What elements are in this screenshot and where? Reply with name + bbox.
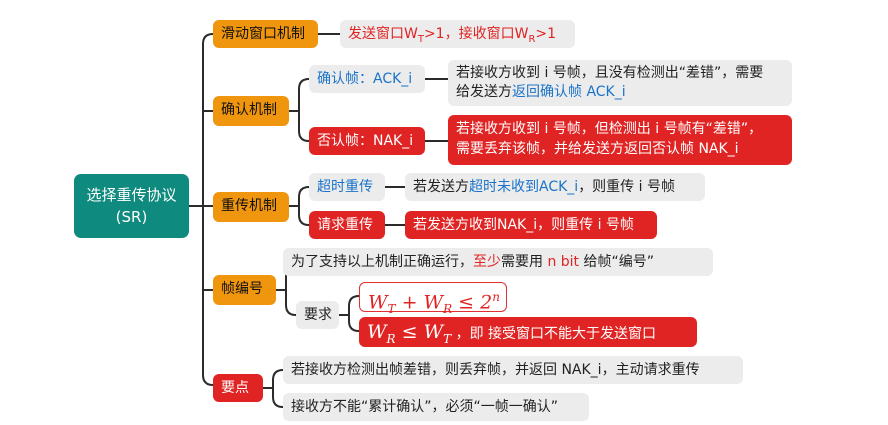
branch-confirm[interactable]: 确认机制 (213, 96, 289, 126)
connector-confirm-spine (288, 78, 310, 142)
timeout-note: 若发送方超时未收到ACK_i，则重传 i 号帧 (405, 173, 705, 201)
root-abbrev: (SR) (115, 208, 148, 226)
branch-key-label: 要点 (221, 380, 249, 396)
request-note: 若发送方收到NAK_i，则重传 i 号帧 (405, 211, 657, 239)
connector-root-spine (202, 33, 214, 386)
branch-numbering-label: 帧编号 (221, 281, 263, 297)
branch-confirm-label: 确认机制 (221, 102, 277, 118)
branch-window-label: 滑动窗口机制 (221, 26, 305, 42)
numbering-note: 为了支持以上机制正确运行，至少需要用 n bit 给帧“编号” (283, 248, 713, 276)
requirement-node[interactable]: 要求 (296, 301, 339, 329)
timeout-node[interactable]: 超时重传 (309, 173, 385, 201)
formula-window-sum: WT + WR ≤ 2n (359, 282, 507, 316)
nak-note: 若接收方收到 i 号帧，但检测出 i 号帧有“差错”， 需要丢弃该帧，并给发送方… (448, 115, 792, 165)
connector-key-spine (262, 369, 284, 408)
ack-note: 若接收方收到 i 号帧，且没有检测出“差错”，需要 给发送方返回确认帧 ACK_… (448, 60, 792, 106)
request-node[interactable]: 请求重传 (309, 211, 385, 239)
branch-retransmit-label: 重传机制 (221, 198, 277, 214)
connector-retransmit-spine (288, 186, 310, 226)
branch-numbering[interactable]: 帧编号 (213, 275, 276, 305)
key-point-2: 接收方不能“累计确认”，必须“一帧一确认” (283, 393, 589, 421)
root-title: 选择重传协议 (86, 186, 177, 204)
branch-window[interactable]: 滑动窗口机制 (213, 20, 318, 48)
connector-requirement-spine (338, 295, 360, 332)
root-node[interactable]: 选择重传协议 (SR) (74, 174, 189, 238)
branch-retransmit[interactable]: 重传机制 (213, 192, 289, 222)
key-point-1: 若接收方检测出帧差错，则丢弃帧，并返回 NAK_i，主动请求重传 (283, 356, 743, 384)
branch-key[interactable]: 要点 (213, 374, 263, 402)
window-note: 发送窗口WT>1，接收窗口WR>1 (340, 20, 575, 48)
nak-node[interactable]: 否认帧：NAK_i (309, 127, 425, 155)
formula-receive-window: WR ≤ WT ，即 接受窗口不能大于发送窗口 (359, 317, 697, 347)
ack-node[interactable]: 确认帧：ACK_i (309, 65, 425, 93)
